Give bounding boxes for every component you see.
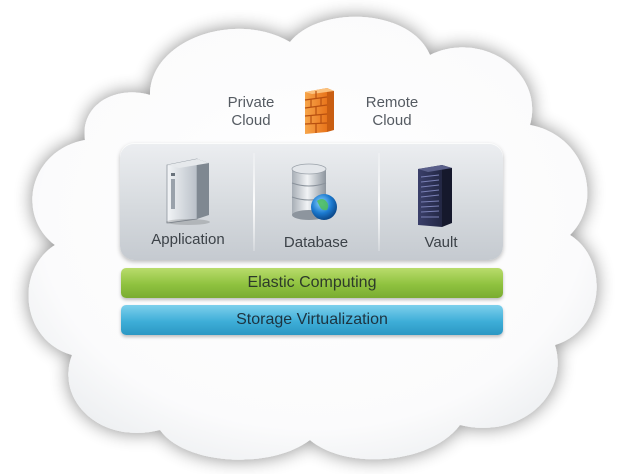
storage-virtualization-layer: Storage Virtualization bbox=[121, 305, 503, 335]
panel-divider bbox=[253, 153, 255, 251]
server-tower-icon bbox=[166, 158, 210, 225]
private-cloud-label: Private Cloud bbox=[227, 94, 275, 129]
application-label: Application bbox=[151, 231, 225, 248]
firewall-icon bbox=[304, 88, 334, 134]
database-label: Database bbox=[283, 234, 349, 251]
services-panel: Application Database Vault bbox=[120, 143, 503, 260]
database-globe-icon bbox=[291, 163, 337, 220]
panel-divider bbox=[378, 153, 380, 251]
vault-label: Vault bbox=[424, 234, 458, 251]
server-rack-icon bbox=[418, 165, 452, 227]
elastic-computing-layer: Elastic Computing bbox=[121, 268, 503, 298]
remote-cloud-label: Remote Cloud bbox=[365, 94, 419, 129]
